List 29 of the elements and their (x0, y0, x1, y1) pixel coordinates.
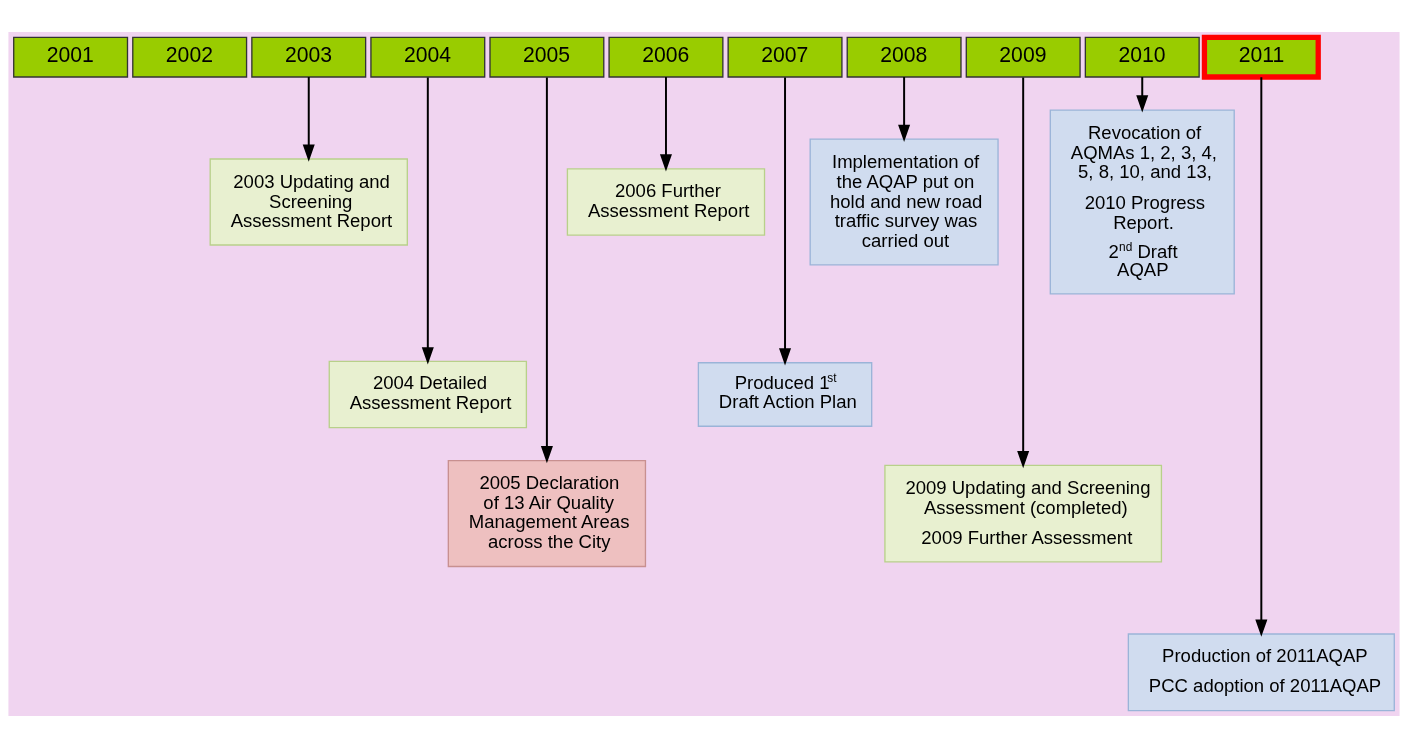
node-box: 2009 Updating and Screening Assessment (completed) 2009 Further Assessment (884, 464, 1163, 563)
node-box: 2003 (251, 36, 367, 78)
node-box: Production of 2011AQAP PCC adoption of 2011AQAP (1127, 632, 1395, 711)
node-box: 2005 (489, 36, 605, 78)
node-box: 2007 (727, 36, 843, 78)
arrow (1255, 75, 1268, 637)
node-box: 2009 (965, 36, 1081, 78)
node-box: 2011 (1201, 34, 1321, 80)
node-box: 2006 Further Assessment Report (566, 167, 766, 236)
node-box: Revocation of AQMAs 1, 2, 3, 4, 5, 8, 10, and 13, 2010 Progress Report. 2$^{nd}$ Draft AQAP (1049, 108, 1235, 295)
node-box: Produced 1$^{st}$ Draft Action Plan (697, 361, 873, 427)
arrow (659, 75, 672, 171)
node-box: 2006 (608, 36, 724, 78)
node-box: 2003 Updating and Screening Assessment Report (209, 157, 408, 246)
arrow (540, 75, 553, 463)
node-box: 2008 (846, 36, 962, 78)
node-box: 2005 Declaration of 13 Air Quality Management Areas across the City (447, 459, 647, 567)
node-box: Implementation of the AQAP put on hold and new road traffic survey was carried out (809, 138, 999, 265)
node-box: 2001 (13, 36, 129, 78)
arrow (302, 75, 315, 162)
node-box: 2004 Detailed Assessment Report (328, 360, 528, 428)
node-box: 2010 (1084, 36, 1200, 78)
arrow (421, 75, 434, 364)
arrow (1136, 75, 1149, 112)
arrow (898, 75, 911, 142)
arrow (1017, 75, 1030, 468)
node-box: 2004 (370, 36, 486, 78)
node-box: 2002 (132, 36, 248, 78)
arrow (779, 75, 792, 365)
